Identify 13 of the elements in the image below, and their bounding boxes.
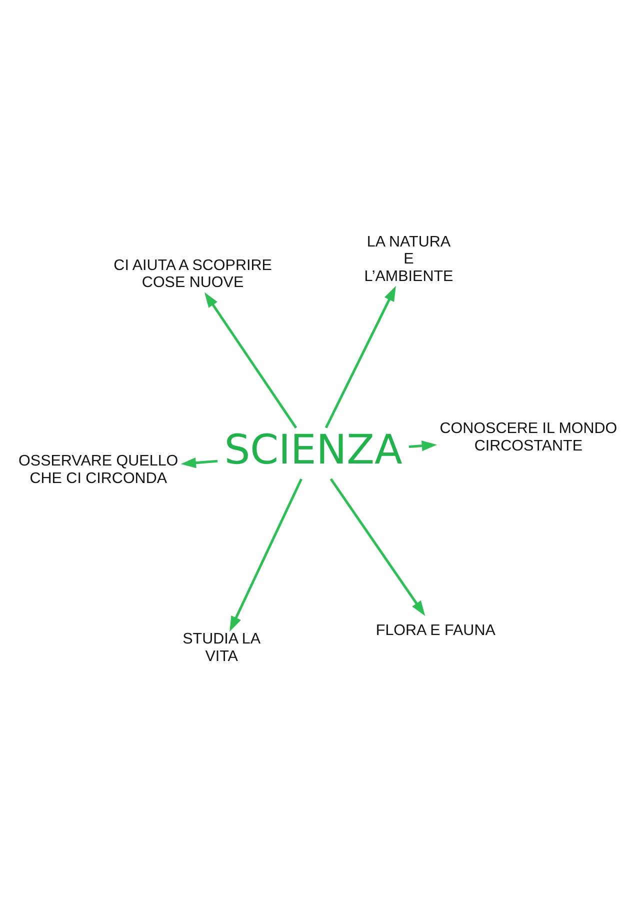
- arrow: [180, 458, 218, 468]
- arrow: [324, 286, 396, 428]
- node-text: LA NATURA E L’AMBIENTE: [364, 233, 454, 285]
- arrow: [330, 478, 426, 616]
- node-text: CONOSCERE IL MONDO CIRCOSTANTE: [440, 420, 618, 454]
- arrow: [230, 478, 302, 632]
- node-text: FLORA E FAUNA: [376, 622, 496, 639]
- arrow: [408, 440, 438, 452]
- node-text: CI AIUTA A SCOPRIRE COSE NUOVE: [114, 256, 272, 292]
- arrow: [204, 292, 298, 429]
- node-text: STUDIA LA VITA: [182, 630, 261, 665]
- node-text: OSSERVARE QUELLO CHE CI CIRCONDA: [18, 452, 178, 487]
- node-text: SCIENZA: [224, 426, 402, 474]
